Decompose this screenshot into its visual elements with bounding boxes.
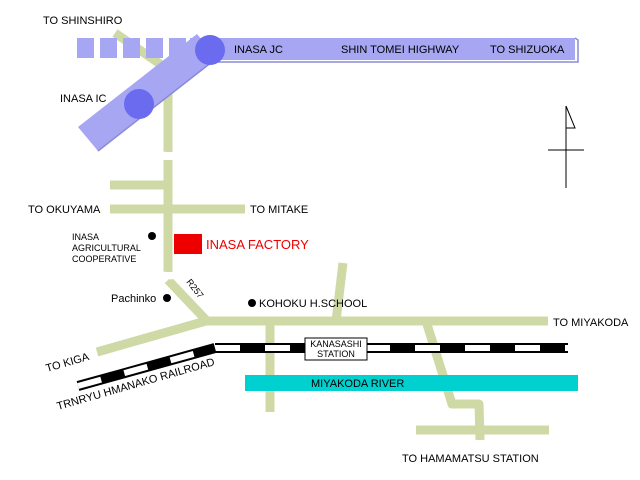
label-to-shinshiro: TO SHINSHIRO bbox=[43, 15, 123, 27]
label-kanasashi-line1: KANASASHI bbox=[310, 339, 362, 349]
highway-segment bbox=[123, 38, 140, 58]
agricultural-cooperative-dot-icon bbox=[148, 232, 156, 240]
label-to-kiga: TO KIGA bbox=[45, 351, 92, 375]
north-arrow-icon bbox=[548, 105, 584, 188]
label-inasa-ic: INASA IC bbox=[60, 93, 107, 105]
label-to-shizuoka: TO SHIZUOKA bbox=[490, 44, 565, 56]
railroad-track-dash bbox=[77, 345, 216, 389]
inasa-factory-marker bbox=[174, 234, 202, 254]
label-miyakoda-river: MIYAKODA RIVER bbox=[311, 378, 404, 390]
label-agricultural-line2: AGRICULTURAL bbox=[72, 243, 141, 253]
label-to-miyakoda: TO MIYAKODA bbox=[553, 317, 629, 329]
inasa-jc-interchange-icon bbox=[195, 35, 225, 65]
kohoku-school-dot-icon bbox=[248, 299, 256, 307]
label-to-hamamatsu: TO HAMAMATSU STATION bbox=[402, 453, 539, 465]
miyakoda-river bbox=[245, 375, 578, 391]
highway-segment bbox=[77, 38, 94, 58]
road-to-hamamatsu bbox=[421, 319, 485, 441]
highway bbox=[77, 34, 579, 152]
kanasashi-station-box bbox=[304, 337, 368, 361]
highway-segment bbox=[100, 38, 117, 58]
label-kanasashi-line2: STATION bbox=[317, 349, 355, 359]
road-breaks bbox=[161, 151, 175, 280]
label-agricultural-line3: COOPERATIVE bbox=[72, 254, 136, 264]
pachinko-dot-icon bbox=[163, 294, 171, 302]
highway-edge bbox=[192, 37, 579, 63]
label-kohoku-school: KOHOKU H.SCHOOL bbox=[259, 298, 367, 310]
highway-edge bbox=[97, 57, 218, 152]
label-pachinko: Pachinko bbox=[111, 293, 156, 305]
highway-segment bbox=[146, 38, 163, 58]
road-to-kiga bbox=[95, 316, 208, 357]
inasa-ic-interchange-icon bbox=[124, 89, 154, 119]
label-agricultural-line1: INASA bbox=[72, 232, 99, 242]
roads bbox=[95, 29, 549, 441]
label-inasa-jc: INASA JC bbox=[234, 44, 283, 56]
label-inasa-factory: INASA FACTORY bbox=[206, 237, 309, 252]
label-to-okuyama: TO OKUYAMA bbox=[28, 204, 101, 216]
road-r257 bbox=[164, 276, 210, 324]
road-break-mark bbox=[161, 151, 175, 160]
shin-tomei-highway bbox=[190, 38, 575, 60]
road-break-mark bbox=[161, 271, 175, 280]
label-shin-tomei-highway: SHIN TOMEI HIGHWAY bbox=[341, 44, 460, 56]
label-to-mitake: TO MITAKE bbox=[250, 204, 308, 216]
railroad bbox=[76, 343, 568, 391]
road-north-stub bbox=[331, 262, 348, 322]
